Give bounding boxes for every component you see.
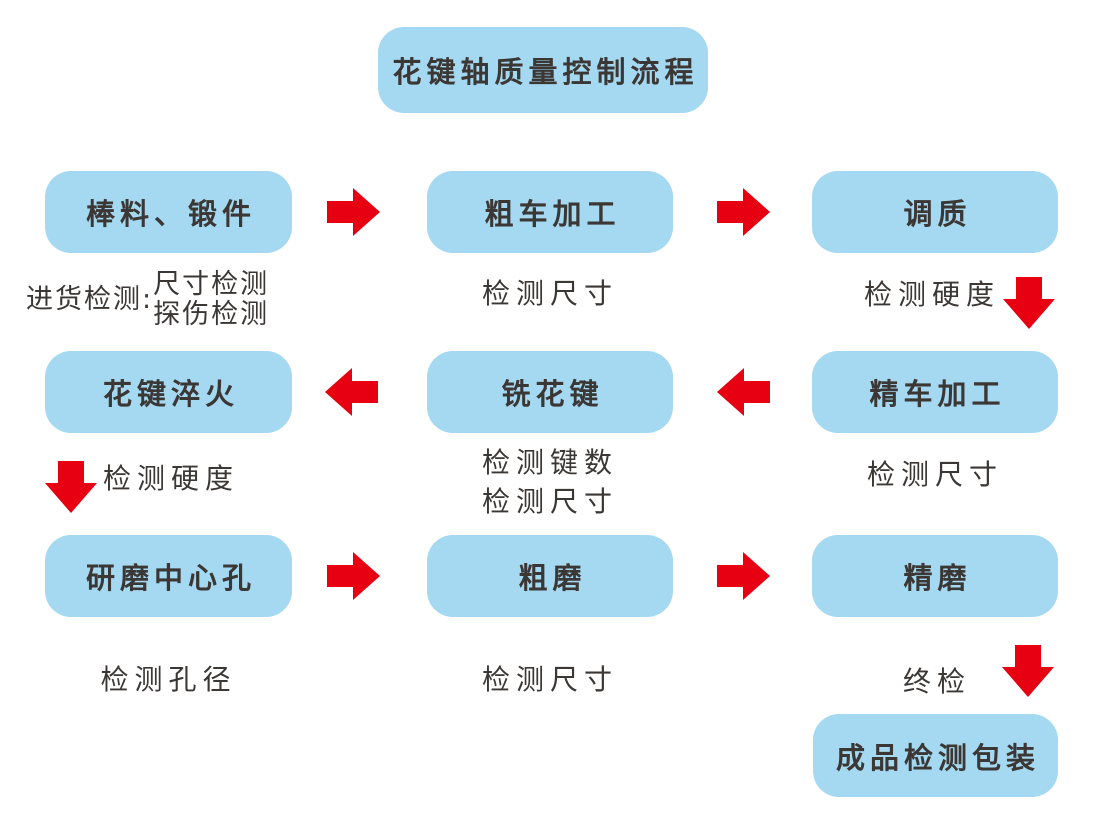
- flowchart-title: 花键轴质量控制流程: [392, 55, 699, 89]
- process-box-rough-grinding: 粗磨: [427, 535, 673, 617]
- inspection-note-line: 检测尺寸: [481, 485, 618, 518]
- process-label: 精车加工: [869, 377, 1006, 411]
- inspection-note-prefix: 进货检测:: [26, 284, 154, 316]
- inspection-note-line: 尺寸检测: [153, 269, 270, 300]
- arrow-down-icon: [45, 461, 97, 513]
- process-label: 棒料、锻件: [85, 197, 256, 231]
- process-box-rough-turning: 粗车加工: [427, 171, 673, 253]
- inspection-note: 检测硬度: [864, 278, 1001, 311]
- arrow-right-icon: [717, 552, 770, 600]
- arrow-down-icon: [1003, 277, 1055, 329]
- inspection-note: 检测尺寸: [866, 458, 1003, 491]
- inspection-note-lines: 尺寸检测 探伤检测: [153, 270, 269, 330]
- process-box-raw-material: 棒料、锻件: [45, 171, 292, 253]
- process-label: 铣花键: [501, 377, 604, 411]
- process-label: 研磨中心孔: [85, 561, 256, 595]
- process-label: 调质: [903, 197, 972, 231]
- process-box-center-hole-grinding: 研磨中心孔: [45, 535, 292, 617]
- inspection-note: 终检: [903, 665, 972, 698]
- inspection-note: 检测硬度: [103, 462, 240, 495]
- inspection-note-line: 探伤检测: [153, 299, 270, 330]
- process-label: 粗车加工: [484, 197, 621, 231]
- process-box-fine-turning: 精车加工: [812, 351, 1058, 433]
- arrow-left-icon: [717, 368, 770, 416]
- process-box-quench-temper: 调质: [812, 171, 1058, 253]
- inspection-note-line: 检测键数: [481, 446, 618, 479]
- inspection-note: 检测尺寸: [481, 663, 618, 696]
- process-label: 粗磨: [518, 561, 587, 595]
- process-label: 花键淬火: [102, 377, 239, 411]
- arrow-left-icon: [325, 368, 378, 416]
- flowchart-title-box: 花键轴质量控制流程: [378, 27, 708, 113]
- arrow-right-icon: [327, 188, 380, 236]
- process-box-spline-milling: 铣花键: [427, 351, 673, 433]
- process-label: 成品检测包装: [835, 740, 1040, 775]
- inspection-note: 检测孔径: [100, 663, 237, 696]
- arrow-down-icon: [1002, 645, 1054, 697]
- process-box-final-packaging: 成品检测包装: [813, 714, 1058, 797]
- process-box-fine-grinding: 精磨: [812, 535, 1058, 617]
- process-label: 精磨: [903, 561, 972, 595]
- arrow-right-icon: [327, 552, 380, 600]
- arrow-right-icon: [717, 188, 770, 236]
- inspection-note-incoming: 进货检测: 尺寸检测 探伤检测: [26, 270, 269, 330]
- inspection-note-two-line: 检测键数 检测尺寸: [427, 443, 673, 521]
- process-box-spline-hardening: 花键淬火: [45, 351, 292, 433]
- inspection-note: 检测尺寸: [481, 277, 618, 310]
